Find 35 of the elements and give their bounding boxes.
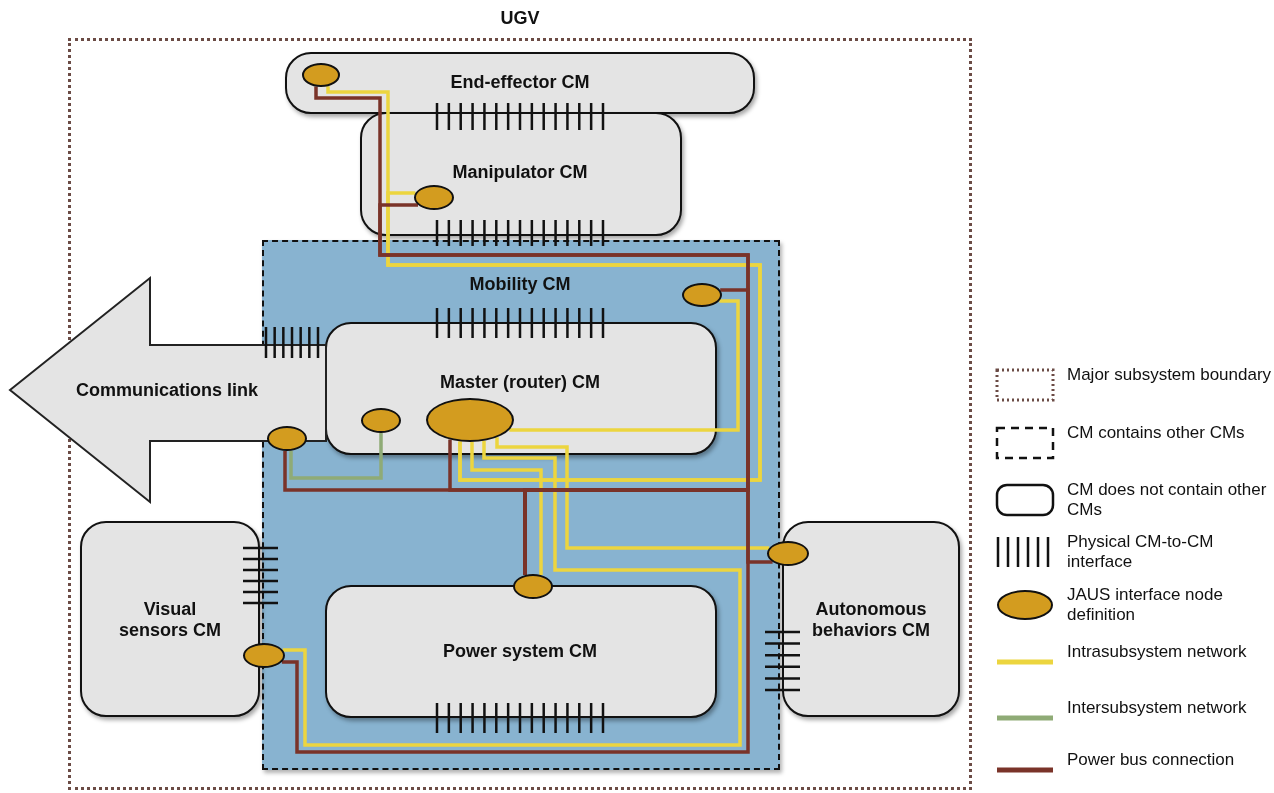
legend-text: Major subsystem boundary [1067,365,1272,385]
node-label: Power system CM [442,640,598,662]
legend-text: Power bus connection [1067,750,1236,770]
legend-text: CM contains other CMs [1067,423,1246,443]
module-box [782,521,960,717]
interface-node-ellipse [361,408,401,433]
node-label: Manipulator CM [452,161,588,183]
node-label: Master (router) CM [440,371,600,393]
connection-line [281,488,750,754]
node-label: End-effector CM [450,71,590,93]
module-box [80,521,260,717]
connection-line [495,437,770,550]
legend-text: JAUS interface node definition [1067,585,1224,625]
connection-line [470,442,543,576]
module-box [285,52,755,114]
node-label: Autonomous behaviors CM [811,599,931,641]
legend-text: Intersubsystem network [1067,698,1248,718]
boundary-title: UGV [500,7,540,29]
legend-text: Physical CM-to-CM interface [1067,532,1215,572]
module-box [325,585,717,718]
module-box [325,322,717,455]
interface-node-ellipse [414,185,454,210]
connection-line [282,440,742,747]
legend-text: CM does not contain other CMs [1067,480,1268,520]
node-label: Mobility CM [469,273,571,295]
connection-line [386,191,762,482]
node-label: Visual sensors CM [117,599,222,641]
node-label: Communications link [76,379,258,401]
interface-node-ellipse [682,283,722,307]
module-box [360,112,682,236]
connection-line [289,433,383,480]
connection-line [509,299,740,432]
arrow-shape [10,278,326,502]
legend-text: Intrasubsystem network [1067,642,1248,662]
interface-node-ellipse [302,63,340,87]
